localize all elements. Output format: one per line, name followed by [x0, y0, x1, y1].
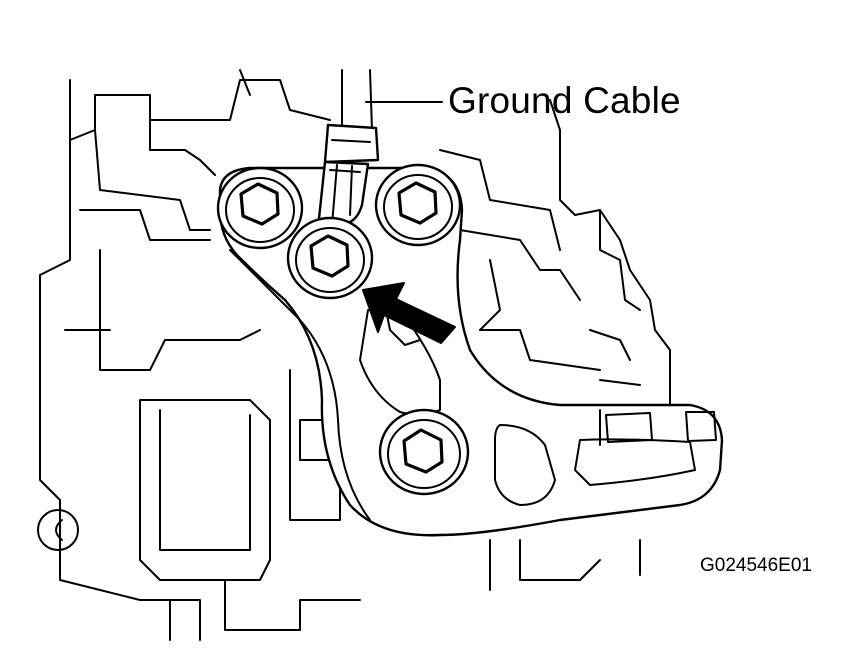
alignment-pin-icon: [37, 509, 79, 551]
ground-cable: [316, 69, 380, 237]
transmission-housing-outline: [439, 99, 671, 591]
ground-cable-label: Ground Cable: [448, 80, 681, 121]
bolt-center: [286, 216, 374, 300]
pointer-arrow-icon: [362, 282, 456, 344]
bolt-upper-left: [216, 166, 304, 250]
bolt-upper-right: [374, 163, 462, 247]
figure-code: G024546E01: [700, 555, 812, 576]
engine-block-outline: [39, 69, 361, 641]
bolt-lower: [378, 408, 470, 496]
